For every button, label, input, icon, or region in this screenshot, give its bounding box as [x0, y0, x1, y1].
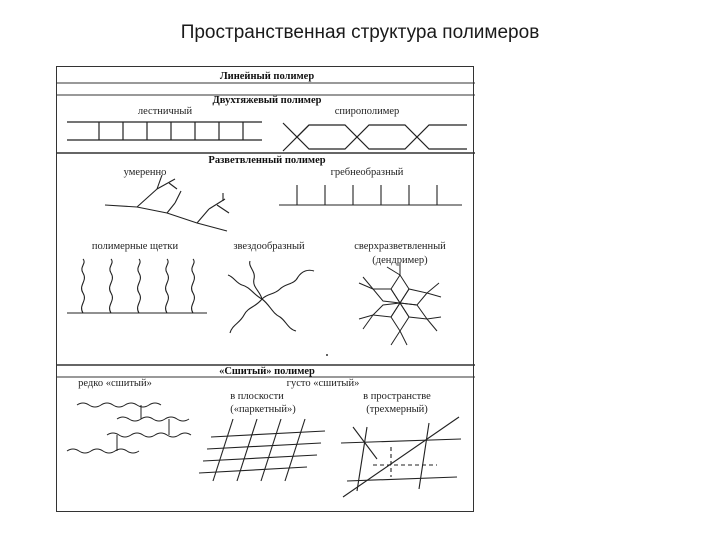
label-sparse: редко «сшитый» — [78, 378, 152, 389]
label-dense: густо «сшитый» — [287, 378, 360, 389]
ladder-polymer-drawing — [67, 121, 262, 141]
parquet-network-drawing — [198, 418, 326, 482]
header-branched: Разветвленный полимер — [208, 155, 325, 166]
header-linear: Линейный полимер — [220, 71, 314, 82]
label-hyperbranched: сверхразветвленный — [354, 241, 446, 252]
spiro-polymer-drawing — [282, 122, 467, 152]
header-double-strand: Двухтяжевый полимер — [213, 95, 322, 106]
header-crosslinked: «Сшитый» полимер — [219, 366, 315, 377]
comb-polymer-drawing — [279, 185, 462, 206]
label-plane: в плоскости — [230, 391, 284, 402]
label-space: в пространстве — [363, 391, 431, 402]
label-parquet: («паркетный») — [230, 404, 296, 415]
moderate-branched-drawing — [104, 174, 230, 232]
polymer-structure-diagram: Линейный полимер Двухтяжевый полимер Раз… — [56, 66, 475, 512]
diagram-canvas: Линейный полимер Двухтяжевый полимер Раз… — [57, 71, 475, 498]
threed-network-drawing — [340, 416, 462, 498]
stray-dot — [326, 354, 328, 356]
label-star: звездообразный — [233, 241, 305, 252]
label-moderate: умеренно — [124, 167, 167, 178]
label-spiro: спирополимер — [335, 106, 400, 117]
label-threed: (трехмерный) — [366, 404, 428, 415]
slide-title: Пространственная структура полимеров — [180, 22, 540, 43]
label-brushes: полимерные щетки — [92, 241, 179, 252]
label-dendrimer: (дендример) — [372, 255, 428, 266]
label-comb: гребнеобразный — [331, 167, 404, 178]
star-polymer-drawing — [227, 260, 315, 334]
dendrimer-drawing — [358, 263, 442, 346]
polymer-brushes-drawing — [67, 258, 207, 314]
label-ladder: лестничный — [138, 106, 193, 117]
sparse-crosslinked-drawing — [66, 402, 192, 454]
